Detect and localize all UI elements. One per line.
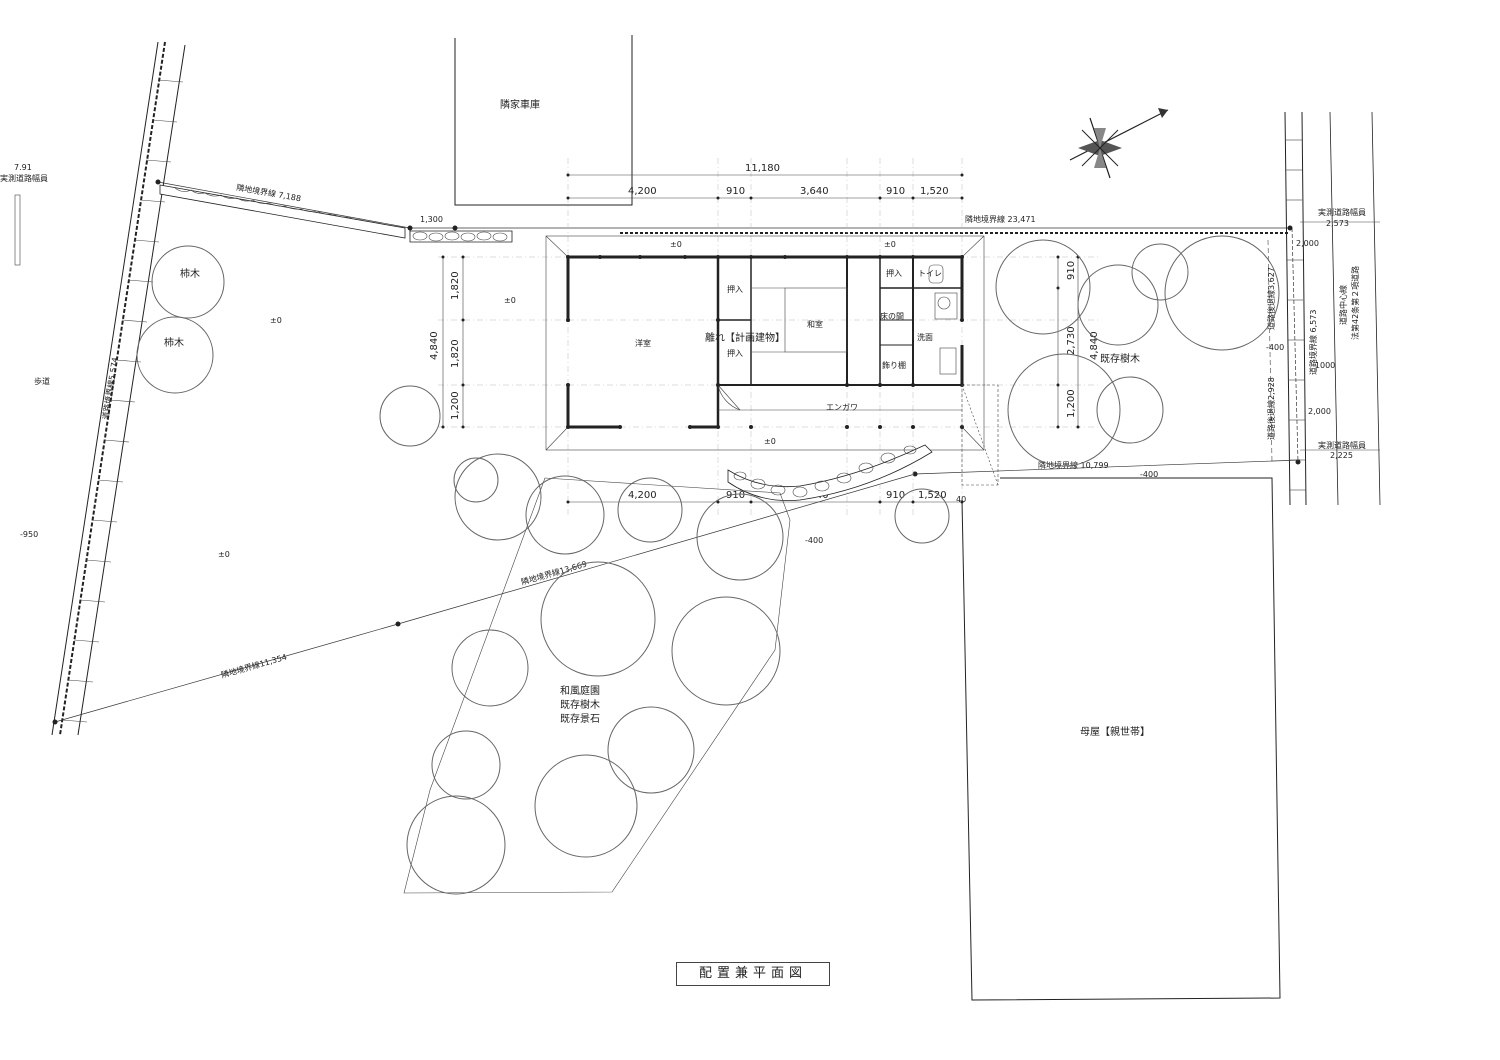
planned-building: 離れ【計画建物】 洋室 和室 押入 押入 押入 トイレ 床の間 洗面 飾り棚 エ… bbox=[545, 235, 985, 451]
level-minus-400-1: -400 bbox=[805, 536, 823, 545]
road-boundary-label: 道路境界線 6,573 bbox=[1308, 310, 1318, 375]
room-wash: 洗面 bbox=[917, 332, 933, 342]
top-dimensions: 11,180 4,200 910 3,640 910 1,520 bbox=[566, 163, 964, 200]
dim-left-2: 1,820 bbox=[450, 339, 461, 368]
level-roof-3: ±0 bbox=[764, 437, 776, 446]
drawing-title: 配置兼平面図 bbox=[676, 962, 830, 986]
level-yard-2: ±0 bbox=[504, 296, 516, 305]
dim-bottom-1: 4,200 bbox=[628, 490, 657, 501]
dim-right-1: 910 bbox=[1066, 261, 1077, 280]
right-dimensions: 4,840 910 2,730 1,200 bbox=[1056, 255, 1100, 429]
ground-levels: ±0 ±0 ±0 -400 -400 bbox=[218, 296, 1158, 559]
sidewalk-label: 歩道 bbox=[34, 376, 50, 386]
dim-bottom-4: 910 bbox=[886, 490, 905, 501]
dim-bottom-5: 1,520 bbox=[918, 490, 947, 501]
tree-left-building bbox=[379, 385, 441, 447]
room-closet-3: 押入 bbox=[886, 268, 902, 278]
dim-top-3: 3,640 bbox=[800, 186, 829, 197]
level-roof-2: ±0 bbox=[884, 240, 896, 249]
road-setback-label-1: 道路後退線3,627 bbox=[1266, 267, 1276, 330]
room-western: 洋室 bbox=[635, 338, 651, 348]
north-arrow-icon bbox=[1069, 108, 1169, 179]
planned-building-label: 離れ【計画建物】 bbox=[705, 331, 785, 344]
measured-width-value-2: 2,225 bbox=[1330, 451, 1353, 460]
room-display-shelf: 飾り棚 bbox=[882, 360, 906, 370]
dim-right-2: 2,730 bbox=[1066, 326, 1077, 355]
dim-left-3: 1,200 bbox=[450, 391, 461, 420]
room-japanese: 和室 bbox=[807, 319, 823, 329]
existing-trees-right: 既存樹木 bbox=[995, 235, 1280, 467]
level-yard-1: ±0 bbox=[270, 316, 282, 325]
main-house: 母屋【親世帯】 bbox=[961, 477, 1281, 1001]
boundary-label-5: 隣地境界線11,354 bbox=[220, 652, 288, 680]
level-2000-1: 2,000 bbox=[1296, 239, 1319, 248]
dim-bottom-2: 910 bbox=[726, 490, 745, 501]
level-minus-400-3: -400 bbox=[1266, 343, 1284, 352]
measured-width-label-1: 実測道路幅員 bbox=[1318, 207, 1366, 217]
left-road: 7.91 実測道路幅員 歩道 -950 道路境界線5,574 bbox=[0, 41, 186, 736]
dim-top-2: 910 bbox=[726, 186, 745, 197]
room-closet-2: 押入 bbox=[727, 348, 743, 358]
road-law-label: 法第42条第２項道路 bbox=[1350, 266, 1360, 340]
room-alcove: 床の間 bbox=[880, 311, 904, 321]
main-house-label: 母屋【親世帯】 bbox=[1080, 725, 1150, 738]
road-center-label: 道路中心線 bbox=[1338, 285, 1348, 325]
stepping-stones bbox=[727, 384, 999, 501]
room-toilet: トイレ bbox=[918, 269, 942, 278]
neighbor-garage: 隣家車庫 bbox=[454, 35, 633, 206]
room-closet-1: 押入 bbox=[727, 284, 743, 294]
garden-label-3: 既存景石 bbox=[560, 712, 600, 725]
dim-left-total: 4,840 bbox=[429, 331, 440, 360]
dim-right-3: 1,200 bbox=[1066, 389, 1077, 418]
room-engawa: エンガワ bbox=[826, 402, 858, 412]
existing-trees-label: 既存樹木 bbox=[1100, 352, 1140, 365]
road-setback-label-2: 道路後退線2,928 bbox=[1266, 377, 1276, 440]
level-minus-950: -950 bbox=[20, 530, 38, 539]
right-road: 実測道路幅員 2,573 実測道路幅員 2,225 道路中心線 法第42条第２項… bbox=[1266, 111, 1381, 506]
left-road-boundary-label: 道路境界線5,574 bbox=[100, 357, 120, 421]
dim-top-5: 1,520 bbox=[920, 186, 949, 197]
dim-top-total: 11,180 bbox=[745, 163, 780, 174]
persimmon-label-2: 柿木 bbox=[164, 336, 184, 349]
dim-right-total: 4,840 bbox=[1089, 331, 1100, 360]
dim-top-1: 4,200 bbox=[628, 186, 657, 197]
dim-left-1: 1,820 bbox=[450, 271, 461, 300]
level-minus-400-2: -400 bbox=[1140, 470, 1158, 479]
dim-bottom-40: 40 bbox=[956, 495, 966, 504]
left-dimensions: 4,840 1,820 1,820 1,200 bbox=[429, 255, 465, 429]
garden-label-1: 和風庭園 bbox=[560, 684, 600, 697]
measured-width-label-2: 実測道路幅員 bbox=[1318, 440, 1366, 450]
boundary-label-2: 隣地境界線 23,471 bbox=[965, 214, 1036, 224]
road-width-label: 実測道路幅員 bbox=[0, 173, 48, 183]
neighbor-garage-label: 隣家車庫 bbox=[500, 98, 540, 111]
boundary-label-1300: 1,300 bbox=[420, 215, 443, 224]
level-minus-1000: -1000 bbox=[1312, 361, 1335, 370]
measured-width-value-1: 2,573 bbox=[1326, 219, 1349, 228]
garden-label-2: 既存樹木 bbox=[560, 698, 600, 711]
persimmon-trees: 柿木 柿木 bbox=[136, 245, 225, 394]
japanese-garden: 和風庭園 既存樹木 既存景石 bbox=[403, 453, 950, 895]
persimmon-label-1: 柿木 bbox=[180, 267, 200, 280]
road-width-value: 7.91 bbox=[14, 163, 32, 172]
property-boundary: 隣地境界線 7,188 1,300 隣地境界線 23,471 隣地境界線 10,… bbox=[52, 179, 1301, 725]
dim-top-4: 910 bbox=[886, 186, 905, 197]
level-2000-2: 2,000 bbox=[1308, 407, 1331, 416]
level-yard-3: ±0 bbox=[218, 550, 230, 559]
level-roof-1: ±0 bbox=[670, 240, 682, 249]
